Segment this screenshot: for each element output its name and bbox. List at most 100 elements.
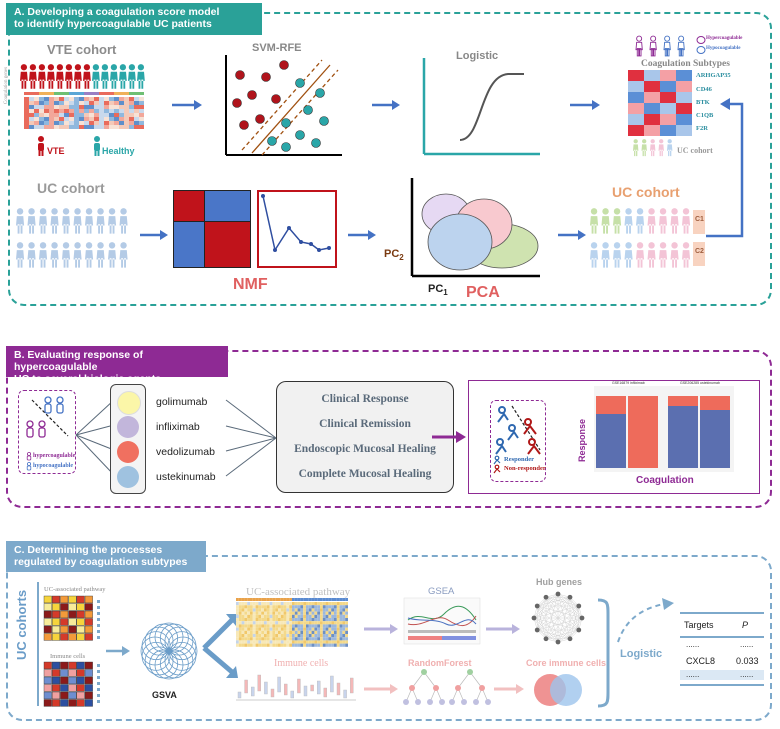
panel-c-title: C. Determining the processes regulated b… (6, 541, 206, 572)
panel-a-title: A. Developing a coagulation score model … (6, 3, 262, 35)
coag-group-box (18, 390, 76, 474)
arrow-pathway-to-gsea (364, 624, 398, 634)
cluster-c2-label: C2 (695, 248, 704, 255)
gsva-spirograph (140, 622, 198, 680)
nmf-rank-plot (257, 190, 337, 268)
uc-cohort-small-people (633, 139, 673, 157)
drug-dot-1 (117, 416, 139, 438)
gsea-plot (403, 597, 481, 645)
uc-cohort-people (16, 208, 128, 268)
table-row-1-p: 0.033 (736, 656, 759, 666)
pc2-axis-label: PC2 (384, 248, 404, 262)
random-forest-trees (403, 669, 491, 705)
cluster-c1-label: C1 (695, 216, 704, 223)
table-header-targets: Targets (684, 620, 714, 630)
uc-pathway-small-title: UC-associated pathway (44, 586, 106, 593)
hypercoagulable-legend-icon (696, 36, 706, 44)
core-immune-venn (534, 674, 582, 706)
subtype-gene-heatmap (628, 70, 692, 136)
svm-rfe-plot (225, 55, 342, 156)
pc1-axis-label: PC1 (428, 283, 448, 297)
drug-vedolizumab: vedolizumab (156, 446, 215, 458)
hypocoagulable-b-legend-icon (26, 461, 32, 471)
vte-person-icon (38, 136, 44, 156)
pca-label: PCA (466, 284, 500, 301)
arrow-immune-to-rf (364, 684, 398, 694)
table-row-2-p: ...... (740, 670, 754, 679)
outcome-endoscopic-healing: Endoscopic Mucosal Healing (294, 443, 436, 455)
responder-legend-label: Responder (504, 456, 534, 463)
core-immune-cells-label: Core immune cells (526, 658, 607, 668)
uc-cohorts-vertical-label: UC cohorts (14, 589, 29, 660)
gene-label-2: BTK (696, 99, 710, 106)
panel-c (6, 555, 772, 721)
nmf-consensus-matrix (173, 190, 251, 268)
coag-group-icons (26, 396, 69, 438)
svm-rfe-label: SVM-RFE (252, 42, 302, 54)
outcome-clinical-remission: Clinical Remission (319, 418, 411, 430)
arrow-cohorts-to-gsva (106, 646, 130, 656)
immune-small-title: Immune cells (50, 653, 86, 660)
pc2-label-sub: 2 (399, 253, 404, 263)
table-top-rule (680, 612, 764, 614)
vte-axis-label: Coagulation genes (4, 66, 9, 104)
table-row-1-target: CXCL8 (686, 656, 716, 666)
responder-icons (495, 405, 541, 455)
table-header-rule (680, 636, 764, 638)
drug-dot-3 (117, 466, 139, 488)
uc-cohort-title: UC cohort (37, 180, 105, 196)
drug-golimumab: golimumab (156, 396, 208, 408)
uc-cohort-small-label: UC cohort (677, 146, 713, 155)
hypercoagulable-legend-label: Hypercoagulable (706, 36, 743, 41)
drug-dot-0 (117, 391, 141, 415)
arrows-gsva-branches (202, 614, 238, 678)
immune-large-title: Immune cells (274, 658, 329, 669)
outcome-complete-healing: Complete Mucosal Healing (298, 468, 432, 480)
uc-pathway-large-heatmap (236, 598, 348, 647)
table-row-1-highlight (680, 670, 764, 680)
outcome-clinical-response: Clinical Response (321, 393, 409, 405)
immune-small-dots (97, 664, 100, 703)
vte-cohort-title: VTE cohort (47, 42, 117, 57)
drug-dot-2 (117, 441, 139, 463)
gsea-label: GSEA (428, 586, 455, 597)
healthy-legend-label: Healthy (102, 146, 135, 156)
pc1-label-sub: 1 (443, 288, 448, 298)
arrow-svm-to-logistic (372, 100, 400, 110)
uc-pathway-small-heatmap (43, 595, 93, 641)
gene-label-0: ARHGAP35 (696, 72, 731, 79)
cluster-c1-box (693, 210, 705, 234)
hypercoagulable-b-legend-icon (26, 451, 32, 461)
arrow-logistic-to-subtypes (570, 100, 600, 110)
response-result-box (468, 380, 760, 494)
arrow-nmf-to-pca (348, 230, 376, 240)
pc1-label-text: PC (428, 283, 444, 295)
uc-pathway-small-dots (97, 600, 100, 639)
nmf-label: NMF (233, 276, 268, 293)
healthy-person-icon (94, 136, 100, 156)
response-xlabel: Coagulation (636, 475, 694, 486)
gene-label-4: F2R (696, 125, 708, 132)
subtype-people-icons (635, 35, 685, 57)
arrow-pca-to-uc-clusters (558, 230, 586, 240)
response-ylabel: Response (577, 418, 587, 462)
table-row-0-p: ...... (740, 640, 754, 649)
drug-ustekinumab: ustekinumab (156, 471, 216, 483)
uc-cohorts-bracket (37, 582, 39, 706)
responder-group-box (490, 400, 546, 482)
drug-infliximab: infliximab (156, 421, 200, 433)
pca-plot (410, 178, 540, 278)
gene-label-1: CD46 (696, 86, 712, 93)
hypocoagulable-legend-label: Hypocoagulable (706, 46, 741, 51)
arrow-uc-to-nmf (140, 230, 168, 240)
hub-genes-label: Hub genes (536, 577, 583, 587)
immune-large-boxplot (236, 674, 356, 701)
hypocoagulable-legend-icon (696, 46, 706, 54)
arrow-rf-to-core (494, 684, 524, 694)
bracket-to-logistic (597, 598, 610, 708)
targets-table: Targets P ...... ...... CXCL8 0.033 ....… (680, 612, 764, 690)
vte-expression-heatmap (24, 92, 144, 129)
random-forest-label: RandomForest (408, 658, 472, 668)
connector-to-drugs (75, 399, 115, 476)
arrow-clusters-to-subtypes (706, 98, 744, 238)
